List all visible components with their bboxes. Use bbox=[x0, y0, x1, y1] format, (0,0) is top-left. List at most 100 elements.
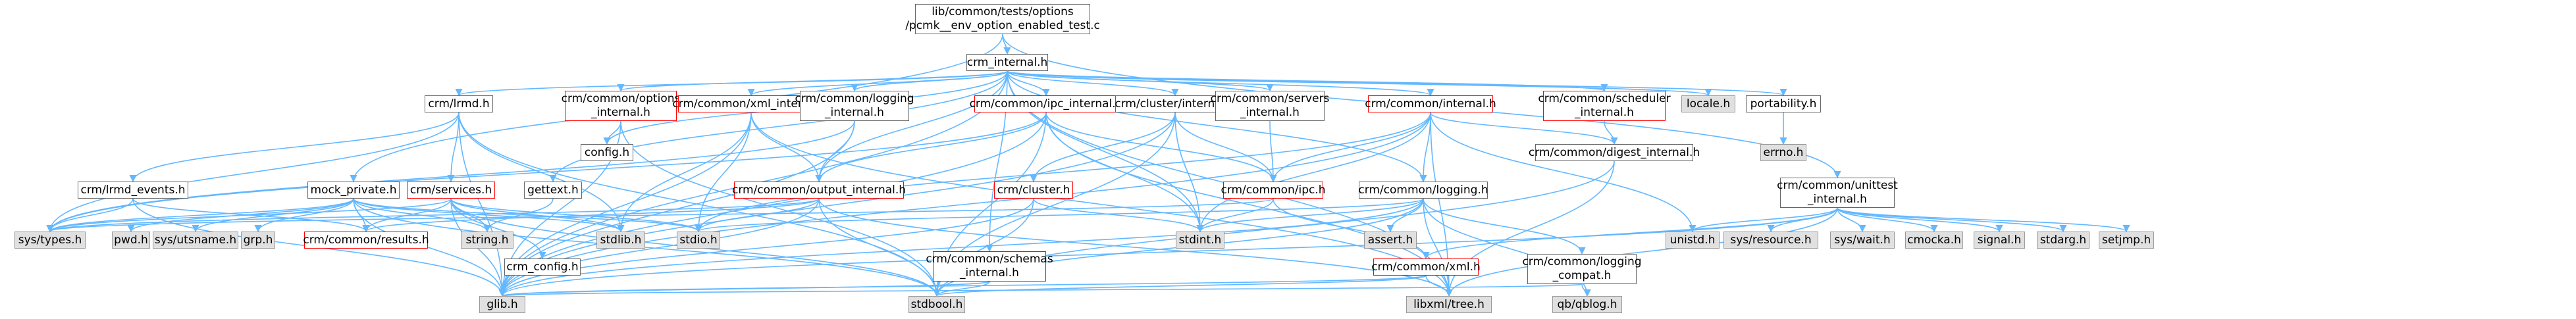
edge-unittest-to-stdarg bbox=[1837, 207, 2067, 233]
node-sys-resource-h[interactable]: sys/resource.h bbox=[1723, 232, 1818, 249]
node-common-logging-h[interactable]: crm/common/logging.h bbox=[1358, 182, 1488, 199]
node-label: qb/qblog.h bbox=[1557, 297, 1617, 311]
edge-ipc_internal-to-output_internal bbox=[815, 112, 1047, 183]
node-cluster-h[interactable]: crm/cluster.h bbox=[994, 182, 1073, 199]
node-output-internal-h[interactable]: crm/common/output_internal.h bbox=[732, 182, 906, 199]
node-pwd-h[interactable]: pwd.h bbox=[112, 232, 150, 249]
edge-logging_compat-to-glib_h bbox=[500, 283, 1583, 297]
node-label: crm/common/internal.h bbox=[1365, 97, 1496, 110]
node-cluster-internal-h[interactable]: crm/cluster/internal.h bbox=[1115, 95, 1236, 112]
node-sys-types-h[interactable]: sys/types.h bbox=[14, 232, 86, 249]
node-sys-utsname-h[interactable]: sys/utsname.h bbox=[153, 232, 238, 249]
node-label: portability.h bbox=[1750, 97, 1817, 110]
node-label: crm/common/results.h bbox=[303, 233, 429, 247]
node-config-h[interactable]: config.h bbox=[581, 144, 633, 161]
node-cmocka-h[interactable]: cmocka.h bbox=[1905, 232, 1963, 249]
node-scheduler-internal-h[interactable]: crm/common/scheduler_internal.h bbox=[1538, 91, 1671, 121]
node-label: _internal.h bbox=[591, 106, 650, 119]
edge-crm_internal-to-options_internal bbox=[617, 70, 1008, 92]
node-label: /pcmk__env_option_enabled_test.c bbox=[905, 19, 1100, 32]
node-assert-h[interactable]: assert.h bbox=[1364, 232, 1417, 249]
edge-unittest-to-sys_wait bbox=[1837, 207, 1866, 233]
edge-output_internal-to-sys_types bbox=[46, 198, 820, 233]
edge-crm_internal-to-portability bbox=[1007, 70, 1787, 97]
edge-crm_cluster-to-stdint bbox=[1033, 198, 1204, 233]
node-label: string.h bbox=[465, 233, 509, 247]
node-unistd-h[interactable]: unistd.h bbox=[1666, 232, 1720, 249]
node-label: crm/common/ipc_internal.h bbox=[969, 97, 1123, 110]
node-crm-internal-h[interactable]: crm_internal.h bbox=[966, 54, 1048, 71]
edge-mock_private-to-stdlib bbox=[353, 198, 625, 233]
node-common-internal-h[interactable]: crm/common/internal.h bbox=[1365, 95, 1496, 112]
node-servers-internal-h[interactable]: crm/common/servers_internal.h bbox=[1211, 91, 1329, 121]
node-common-ipc-h[interactable]: crm/common/ipc.h bbox=[1221, 182, 1326, 199]
edge-crm_internal-to-scheduler_internal bbox=[1007, 70, 1608, 92]
edge-output_internal-to-common_results bbox=[362, 198, 820, 233]
node-logging-compat-h[interactable]: crm/common/logging_compat.h bbox=[1522, 254, 1642, 284]
node-lrmd-events-h[interactable]: crm/lrmd_events.h bbox=[78, 182, 188, 199]
node-label: stdint.h bbox=[1178, 233, 1222, 247]
node-setjmp-h[interactable]: setjmp.h bbox=[2099, 232, 2154, 249]
node-crm-lrmd-h[interactable]: crm/lrmd.h bbox=[425, 95, 493, 112]
node-glib-h[interactable]: glib.h bbox=[479, 296, 525, 313]
node-label: crm_config.h bbox=[506, 260, 579, 274]
node-common-results-h[interactable]: crm/common/results.h bbox=[303, 232, 429, 249]
node-label: setjmp.h bbox=[2101, 233, 2151, 247]
edge-common_internal-to-common_ipc bbox=[1269, 112, 1431, 183]
node-stdint-h[interactable]: stdint.h bbox=[1176, 232, 1224, 249]
node-stdio-h[interactable]: stdio.h bbox=[677, 232, 720, 249]
node-crm-config-h[interactable]: crm_config.h bbox=[504, 258, 581, 276]
node-signal-h[interactable]: signal.h bbox=[1974, 232, 2025, 249]
edge-schemas_internal-to-glib_h bbox=[499, 281, 990, 297]
node-unittest-internal-h[interactable]: crm/common/unittest_internal.h bbox=[1777, 178, 1898, 208]
node-errno-h[interactable]: errno.h bbox=[1760, 144, 1806, 161]
node-grp-h[interactable]: grp.h bbox=[241, 232, 275, 249]
node-mock-private-h[interactable]: mock_private.h bbox=[307, 182, 400, 199]
node-label: crm/common/xml.h bbox=[1371, 260, 1481, 274]
node-options-internal-h[interactable]: crm/common/options_internal.h bbox=[562, 91, 680, 121]
node-root-test-file[interactable]: lib/common/tests/options/pcmk__env_optio… bbox=[905, 4, 1100, 34]
node-portability-h[interactable]: portability.h bbox=[1746, 95, 1821, 112]
node-gettext-h[interactable]: gettext.h bbox=[524, 182, 582, 199]
node-label: errno.h bbox=[1763, 145, 1804, 159]
node-label: stdio.h bbox=[679, 233, 718, 247]
edge-output_internal-to-glib_h bbox=[498, 198, 820, 297]
node-stdbool-h[interactable]: stdbool.h bbox=[908, 296, 965, 313]
node-label: crm_internal.h bbox=[966, 55, 1048, 69]
edge-xml_internal-to-stdio bbox=[695, 112, 752, 233]
node-label: _internal.h bbox=[1575, 106, 1634, 119]
node-stdarg-h[interactable]: stdarg.h bbox=[2037, 232, 2090, 249]
edge-unittest-to-cmocka bbox=[1837, 207, 1938, 233]
edge-mock_private-to-glib_h bbox=[353, 198, 506, 297]
edge-common_internal-to-digest_internal bbox=[1430, 112, 1618, 145]
edge-common_xml-to-libxml_tree bbox=[1425, 275, 1453, 297]
node-sys-wait-h[interactable]: sys/wait.h bbox=[1830, 232, 1895, 249]
node-label: stdbool.h bbox=[910, 297, 963, 311]
node-common-xml-h[interactable]: crm/common/xml.h bbox=[1371, 258, 1481, 276]
node-libxml-tree-h[interactable]: libxml/tree.h bbox=[1406, 296, 1492, 313]
node-label: crm/common/logging bbox=[795, 92, 914, 105]
node-digest-internal-h[interactable]: crm/common/digest_internal.h bbox=[1529, 144, 1700, 161]
node-label: crm/common/digest_internal.h bbox=[1528, 145, 1700, 159]
node-stdlib-h[interactable]: stdlib.h bbox=[596, 232, 645, 249]
node-locale-h[interactable]: locale.h bbox=[1681, 95, 1735, 112]
node-label: signal.h bbox=[1977, 233, 2022, 247]
node-logging-internal-h[interactable]: crm/common/logging_internal.h bbox=[795, 91, 914, 121]
edge-ipc_internal-to-common_ipc bbox=[1045, 112, 1277, 183]
node-schemas-internal-h[interactable]: crm/common/schemas_internal.h bbox=[926, 251, 1053, 282]
edge-unittest-to-common_xml bbox=[1422, 207, 1838, 260]
edge-crm_internal-to-cluster_internal bbox=[1007, 70, 1179, 97]
node-ipc-internal-h[interactable]: crm/common/ipc_internal.h bbox=[970, 95, 1122, 112]
node-label: _internal.h bbox=[960, 266, 1019, 280]
node-label: _internal.h bbox=[1808, 193, 1867, 206]
node-string-h[interactable]: string.h bbox=[461, 232, 513, 249]
edge-crm_services-to-stdio bbox=[450, 198, 702, 233]
edge-mock_private-to-sys_types bbox=[46, 198, 354, 233]
node-label: config.h bbox=[584, 145, 630, 159]
node-label: crm/common/scheduler bbox=[1538, 92, 1671, 105]
node-label: crm/common/servers bbox=[1210, 92, 1330, 105]
edge-common_internal-to-unistd bbox=[1430, 112, 1696, 233]
node-qb-qblog-h[interactable]: qb/qblog.h bbox=[1552, 296, 1622, 313]
edge-output_internal-to-stdbool bbox=[818, 198, 941, 297]
node-services-h[interactable]: crm/services.h bbox=[407, 182, 495, 199]
